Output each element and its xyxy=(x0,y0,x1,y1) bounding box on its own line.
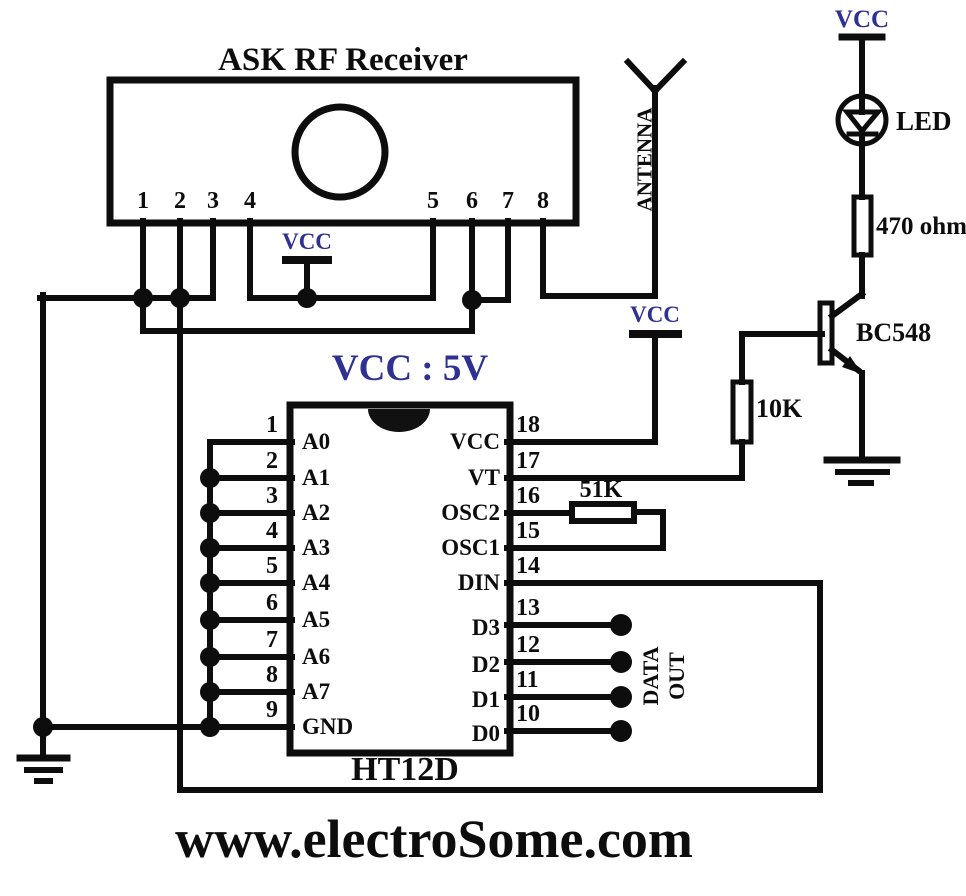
vcc-label-receiver: VCC xyxy=(282,229,332,254)
ic-label-a0: A0 xyxy=(302,429,331,454)
receiver-coil-circle xyxy=(291,103,389,201)
decoder-name: HT12D xyxy=(351,751,459,788)
emitter-arrow xyxy=(842,356,862,374)
ic-label-a1: A1 xyxy=(302,465,331,490)
resistor-51k xyxy=(504,501,666,551)
ic-pin-num-8: 8 xyxy=(266,662,278,688)
receiver-pin-2: 2 xyxy=(174,188,186,214)
data-out-label: DATA OUT xyxy=(638,636,690,716)
rf-receiver-box xyxy=(106,76,580,227)
supply-voltage-note: VCC : 5V xyxy=(331,348,489,389)
resistor-470 xyxy=(851,194,874,299)
ic-pin-num-3: 3 xyxy=(266,483,278,509)
ic-label-a6: A6 xyxy=(302,644,331,669)
receiver-pin-3: 3 xyxy=(207,188,219,214)
ic-pin-num-15: 15 xyxy=(516,518,540,544)
ic-pin-num-1: 1 xyxy=(266,412,278,438)
ic-pin-num-17: 17 xyxy=(516,448,540,474)
vcc-label-decoder: VCC xyxy=(630,302,680,327)
website-text: www.electroSome.com xyxy=(175,809,693,869)
junction-dots xyxy=(33,288,482,737)
ic-label-gnd: GND xyxy=(302,714,354,739)
ic-label-d0: D0 xyxy=(471,721,500,746)
ground-symbol-left xyxy=(16,754,71,784)
data-out-wires xyxy=(504,614,632,742)
ic-label-osc2: OSC2 xyxy=(441,500,500,525)
ic-label-a4: A4 xyxy=(302,570,331,595)
resistor-470-label: 470 ohm xyxy=(876,213,966,240)
ground-symbol-right xyxy=(823,456,901,486)
led-symbol xyxy=(835,93,889,200)
data-out-line2: OUT xyxy=(664,652,689,700)
receiver-pin-6: 6 xyxy=(466,188,478,214)
ic-pin-num-18: 18 xyxy=(516,412,540,438)
vcc-label-led: VCC xyxy=(834,6,890,33)
address-pin-wires xyxy=(207,439,295,695)
ic-pin-num-12: 12 xyxy=(516,632,540,658)
ic-pin-num-10: 10 xyxy=(516,701,540,727)
ic-pin-num-4: 4 xyxy=(266,518,278,544)
ic-label-a5: A5 xyxy=(302,607,331,632)
ic-label-din: DIN xyxy=(457,570,500,595)
ic-pin-num-5: 5 xyxy=(266,553,278,579)
receiver-pin-7: 7 xyxy=(502,188,514,214)
resistor-10k xyxy=(730,331,825,445)
ic-pin-num-7: 7 xyxy=(266,627,278,653)
antenna-label: ANTENNA xyxy=(632,107,657,212)
din-net-wires xyxy=(177,580,823,793)
ic-label-d3: D3 xyxy=(471,615,500,640)
vt-pin17-wires xyxy=(504,439,745,481)
vcc-pin18-wires xyxy=(504,330,682,445)
ic-pin-num-14: 14 xyxy=(516,553,540,579)
vcc-symbol-led xyxy=(838,33,886,103)
antenna-icon xyxy=(540,57,688,299)
collector-wire xyxy=(827,289,867,321)
ht12d-box xyxy=(286,401,514,757)
ic-label-vcc: VCC xyxy=(450,429,500,454)
ic-pin-num-16: 16 xyxy=(516,483,540,509)
receiver-pin-wires xyxy=(140,218,546,793)
ic-label-d1: D1 xyxy=(471,687,500,712)
receiver-pin-8: 8 xyxy=(537,188,549,214)
ic-pin-num-6: 6 xyxy=(266,590,278,616)
resistor-51k-label: 51K xyxy=(579,477,623,503)
vcc-symbol-receiver xyxy=(247,256,436,301)
receiver-title: ASK RF Receiver xyxy=(218,42,468,78)
ic-label-d2: D2 xyxy=(471,652,500,677)
ic-pin-num-2: 2 xyxy=(266,448,278,474)
ic-label-a7: A7 xyxy=(302,679,331,704)
resistor-10k-label: 10K xyxy=(756,394,803,423)
ic-label-a2: A2 xyxy=(302,500,331,525)
ic-pin-num-13: 13 xyxy=(516,595,540,621)
receiver-pin-1: 1 xyxy=(137,188,149,214)
ic-label-osc1: OSC1 xyxy=(441,535,500,560)
transistor-label: BC548 xyxy=(856,318,932,347)
receiver-pin-5: 5 xyxy=(427,188,439,214)
ic-pin-num-11: 11 xyxy=(516,667,539,693)
led-label: LED xyxy=(896,106,952,136)
receiver-pin-4: 4 xyxy=(244,188,256,214)
ic-notch xyxy=(368,409,430,432)
ic-label-a3: A3 xyxy=(302,535,331,560)
ic-pin-num-9: 9 xyxy=(266,697,278,723)
ic-label-vt: VT xyxy=(468,465,500,490)
transistor-bc548 xyxy=(817,289,867,462)
data-out-line1: DATA xyxy=(638,646,663,706)
